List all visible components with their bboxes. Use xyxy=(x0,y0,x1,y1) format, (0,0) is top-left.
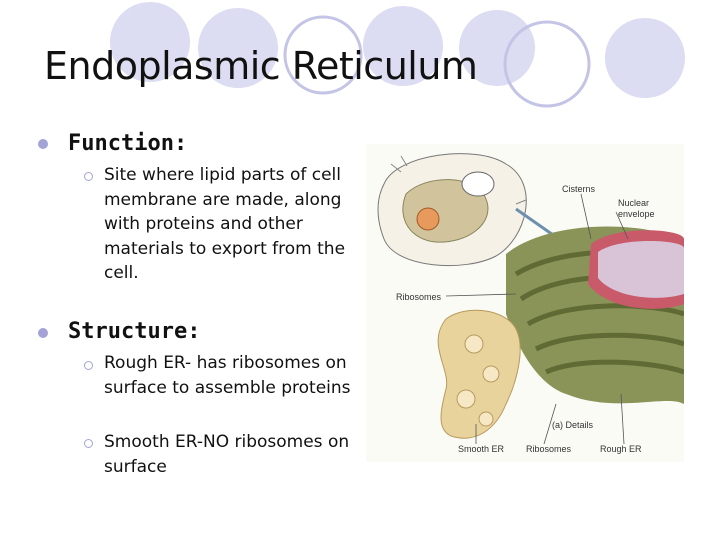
label-ribosomes-bottom: Ribosomes xyxy=(526,444,572,454)
section-heading-structure: Structure: xyxy=(68,319,201,344)
section-heading-function: Function: xyxy=(68,131,188,156)
decor-circle xyxy=(363,6,443,86)
slide-title: Endoplasmic Reticulum xyxy=(44,44,478,88)
er-diagram: Cisterns Nuclear envelope Ribosomes (a) … xyxy=(366,144,686,462)
smooth-er-illustration xyxy=(437,309,521,439)
bullet-dot xyxy=(38,328,48,338)
sub-bullet-ring xyxy=(84,361,93,370)
sub-bullet-ring xyxy=(84,172,93,181)
decorative-circles xyxy=(110,2,685,108)
function-item: Site where lipid parts of cell membrane … xyxy=(104,165,346,283)
sub-bullet-ring xyxy=(84,439,93,448)
label-nuclear: Nuclear xyxy=(618,198,649,208)
structure-item-smooth-er: Smooth ER-NO ribosomes on surface xyxy=(104,432,350,477)
decor-circle xyxy=(605,18,685,98)
label-smooth-er: Smooth ER xyxy=(458,444,505,454)
rough-er-illustration xyxy=(506,226,686,404)
bullet-dot xyxy=(38,139,48,149)
cell-sketch xyxy=(377,153,527,267)
label-details: (a) Details xyxy=(552,420,594,430)
leader-lines xyxy=(445,193,629,445)
label-rough-er: Rough ER xyxy=(600,444,642,454)
label-ribosomes-left: Ribosomes xyxy=(396,292,442,302)
label-cisterns: Cisterns xyxy=(562,184,596,194)
label-envelope: envelope xyxy=(618,209,655,219)
decor-circle xyxy=(459,10,535,86)
structure-item-rough-er: Rough ER- has ribosomes on surface to as… xyxy=(104,353,351,398)
decor-circle xyxy=(503,20,591,108)
decor-circle xyxy=(198,8,278,88)
decor-circle xyxy=(283,15,363,95)
decor-circle xyxy=(110,2,190,82)
